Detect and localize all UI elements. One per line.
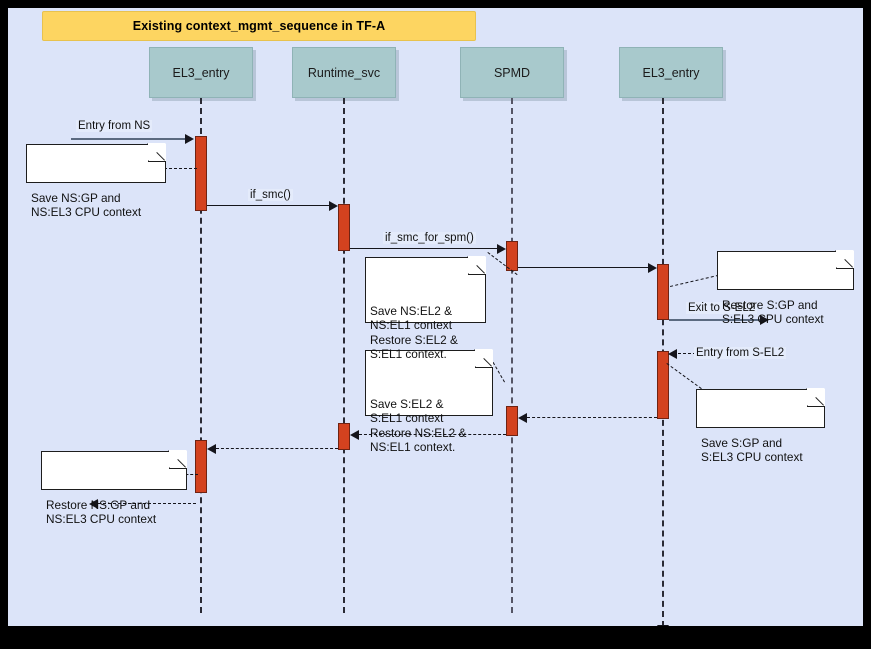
- message-arrowhead-if-smc-for-spm: [497, 244, 506, 254]
- note-restore-ns-gp-context: Restore NS:GP and NS:EL3 CPU context: [41, 450, 187, 526]
- activation-runtime-svc-1: [338, 204, 350, 251]
- message-arrowhead-if-smc: [329, 201, 338, 211]
- note-save-ns-gp-context: Save NS:GP and NS:EL3 CPU context: [26, 143, 166, 219]
- activation-runtime-svc-2: [338, 423, 350, 450]
- lifeline-line-runtime-svc: [343, 98, 345, 613]
- message-line-if-smc-for-spm: [350, 248, 498, 249]
- note-text: Save S:EL2 & S:EL1 context Restore NS:EL…: [370, 396, 467, 455]
- note-link-restore-s-gp: [670, 274, 719, 287]
- activation-spmd-1: [506, 241, 518, 271]
- message-label-entry-from-ns: Entry from NS: [76, 120, 153, 132]
- activation-spmd-2: [506, 406, 518, 436]
- message-label-exit-to-s-el2: Exit to S-EL2: [686, 302, 758, 314]
- message-line-el3-entry-to-spmd-return: [527, 417, 657, 418]
- note-save-s-el2-context: Save S:EL2 & S:EL1 context Restore NS:EL…: [365, 349, 493, 454]
- note-text: Save NS:GP and NS:EL3 CPU context: [31, 190, 142, 220]
- lifeline-head-runtime-svc[interactable]: Runtime_svc: [292, 47, 396, 98]
- message-arrowhead-spmd-to-el3-entry: [648, 263, 657, 273]
- message-line-entry-from-ns: [71, 138, 186, 140]
- activation-el3-entry-left-1: [195, 136, 207, 211]
- message-line-spmd-to-el3-entry: [518, 267, 649, 268]
- note-text: Restore S:GP and S:EL3 CPU context: [722, 297, 824, 327]
- activation-el3-entry-right-2: [657, 351, 669, 419]
- lifeline-line-el3-entry-left: [200, 98, 202, 613]
- message-line-runtime-svc-to-el3-entry-return: [216, 448, 338, 449]
- message-label-if-smc-for-spm: if_smc_for_spm(): [383, 232, 476, 244]
- note-fold-corner-icon: [836, 250, 854, 269]
- diagram-title-banner: Existing context_mgmt_sequence in TF-A: [42, 11, 476, 41]
- message-label-entry-from-s-el2: Entry from S-EL2: [694, 347, 787, 359]
- lifeline-head-spmd[interactable]: SPMD: [460, 47, 564, 98]
- note-save-s-gp-context: Save S:GP and S:EL3 CPU context: [696, 388, 825, 464]
- lifeline-line-spmd: [511, 98, 513, 613]
- lifeline-label: Runtime_svc: [307, 65, 381, 80]
- note-text: Save S:GP and S:EL3 CPU context: [701, 435, 803, 465]
- lifeline-label: EL3_entry: [172, 65, 230, 80]
- note-fold-corner-icon: [475, 349, 493, 368]
- message-line-if-smc: [207, 205, 330, 206]
- message-arrowhead-entry-from-ns: [185, 134, 194, 144]
- note-text: Restore NS:GP and NS:EL3 CPU context: [46, 497, 157, 527]
- activation-el3-entry-right-1: [657, 264, 669, 320]
- message-arrowhead-exit-to-s-el2: [760, 315, 769, 325]
- lifeline-label: SPMD: [493, 65, 531, 80]
- lifeline-head-el3-entry-right[interactable]: EL3_entry: [619, 47, 723, 98]
- note-link-save-ns-gp: [164, 168, 197, 169]
- lifeline-end-arrow-el3-entry-right: [657, 625, 669, 626]
- note-fold-corner-icon: [468, 256, 486, 275]
- message-line-exit-to-s-el2: [669, 319, 761, 321]
- note-fold-corner-icon: [148, 143, 166, 162]
- note-restore-s-gp-context: Restore S:GP and S:EL3 CPU context: [717, 250, 854, 326]
- message-arrowhead-entry-from-s-el2: [668, 349, 677, 359]
- message-label-if-smc: if_smc(): [248, 189, 293, 201]
- lifeline-head-el3-entry-left[interactable]: EL3_entry: [149, 47, 253, 98]
- note-text: Save NS:EL2 & NS:EL1 context Restore S:E…: [370, 303, 458, 362]
- message-line-el3-entry-exit-return: [98, 503, 196, 504]
- message-arrowhead-runtime-svc-to-el3-entry-return: [207, 444, 216, 454]
- activation-el3-entry-left-2: [195, 440, 207, 493]
- message-arrowhead-el3-entry-to-spmd-return: [518, 413, 527, 423]
- diagram-title: Existing context_mgmt_sequence in TF-A: [132, 19, 386, 33]
- note-save-ns-el2-context: Save NS:EL2 & NS:EL1 context Restore S:E…: [365, 256, 486, 361]
- note-link-save-s-gp: [666, 363, 702, 390]
- message-line-spmd-to-runtime-svc-return: [359, 434, 506, 435]
- sequence-diagram: Existing context_mgmt_sequence in TF-A E…: [8, 8, 863, 626]
- message-arrowhead-el3-entry-exit-return: [89, 499, 98, 509]
- lifeline-label: EL3_entry: [642, 65, 700, 80]
- note-fold-corner-icon: [169, 450, 187, 469]
- note-fold-corner-icon: [807, 388, 825, 407]
- message-arrowhead-spmd-to-runtime-svc-return: [350, 430, 359, 440]
